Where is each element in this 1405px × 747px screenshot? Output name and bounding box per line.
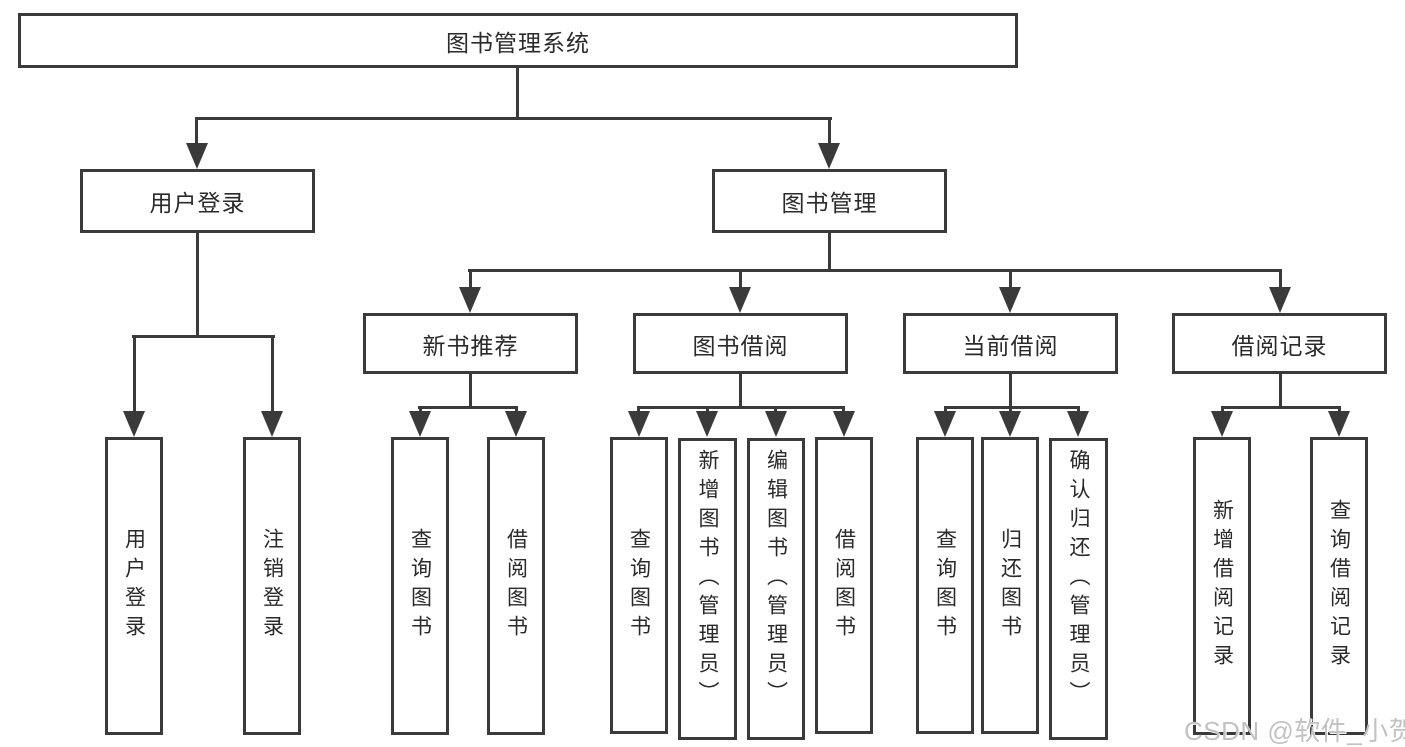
node-leaf-query-books-1: 查询图书 [391, 437, 449, 735]
node-borrow-records: 借阅记录 [1172, 313, 1387, 374]
node-borrow-records-label: 借阅记录 [1231, 332, 1328, 359]
connector-drop-book-management [828, 117, 831, 146]
node-leaf-borrow-books-1: 借阅图书 [487, 437, 545, 735]
csdn-watermark: CSDN @软件_小贺同学 [1184, 716, 1405, 746]
connector-book-borrow-rail [637, 406, 845, 409]
arrow-down-icon [261, 411, 283, 437]
node-book-borrow-label: 图书借阅 [692, 332, 789, 359]
node-book-borrow: 图书借阅 [633, 313, 848, 374]
node-leaf-confirm-return-admin: 确认归还（管理员） [1049, 438, 1108, 740]
connector-book-management-stem [828, 233, 831, 272]
leaf-label: 注销登录 [260, 528, 284, 644]
arrow-down-icon [999, 287, 1021, 313]
connector-drop [706, 406, 709, 413]
arrow-down-icon [459, 287, 481, 313]
arrow-down-icon [186, 143, 208, 169]
node-current-borrow: 当前借阅 [903, 313, 1118, 374]
connector-drop-user-login [195, 117, 198, 146]
leaf-label: 借阅图书 [832, 527, 856, 644]
connector-current-borrow-stem [1009, 374, 1012, 408]
node-leaf-query-books-3: 查询图书 [916, 437, 974, 734]
arrow-down-icon [729, 287, 751, 313]
connector-user-login-stem [196, 233, 199, 338]
connector-user-login-rail [132, 335, 275, 338]
leaf-label: 新增图书（管理员） [696, 449, 719, 710]
connector-book-borrow-stem [739, 374, 742, 408]
arrow-down-icon [505, 411, 527, 437]
connector-drop-new-books [469, 269, 472, 289]
connector-drop [515, 406, 518, 413]
node-leaf-borrow-books-2: 借阅图书 [815, 437, 873, 734]
arrow-down-icon [818, 143, 840, 169]
node-root-label: 图书管理系统 [446, 29, 590, 56]
connector-drop [1009, 406, 1012, 413]
connector-drop-current-borrow [1009, 269, 1012, 289]
connector-drop [944, 406, 947, 413]
connector-drop [419, 406, 422, 413]
connector-drop-book-borrow [739, 269, 742, 289]
connector-borrow-records-stem [1279, 374, 1282, 408]
connector-drop [637, 406, 640, 413]
leaf-label: 查询借阅记录 [1327, 499, 1351, 673]
arrow-down-icon [1211, 411, 1233, 437]
connector-drop-borrow-records [1279, 269, 1282, 289]
node-new-book-recommend-label: 新书推荐 [422, 332, 519, 359]
arrow-down-icon [628, 411, 650, 437]
node-leaf-return-books: 归还图书 [981, 437, 1039, 734]
node-leaf-add-books-admin: 新增图书（管理员） [678, 438, 737, 740]
arrow-down-icon [934, 411, 956, 437]
connector-new-books-stem [469, 374, 472, 408]
arrow-down-icon [696, 411, 718, 437]
node-leaf-user-login: 用户登录 [105, 437, 163, 735]
node-root: 图书管理系统 [18, 13, 1018, 68]
connector-root-stem [516, 68, 519, 120]
node-book-management: 图书管理 [712, 169, 947, 233]
connector-root-rail [195, 117, 832, 120]
connector-drop [774, 406, 777, 413]
node-leaf-query-books-2: 查询图书 [610, 437, 668, 734]
leaf-label: 用户登录 [122, 528, 146, 644]
leaf-label: 借阅图书 [504, 528, 528, 644]
node-book-management-label: 图书管理 [781, 190, 878, 216]
connector-drop [1338, 406, 1341, 413]
arrow-down-icon [409, 411, 431, 437]
arrow-down-icon [1328, 411, 1350, 437]
arrow-down-icon [833, 411, 855, 437]
connector-drop [1077, 406, 1080, 413]
leaf-label: 确认归还（管理员） [1067, 449, 1090, 710]
connector-drop [1221, 406, 1224, 413]
connector-drop-login-leaf [133, 335, 136, 411]
leaf-label: 查询图书 [627, 527, 651, 644]
leaf-label: 编辑图书（管理员） [764, 449, 788, 710]
node-leaf-edit-books-admin: 编辑图书（管理员） [747, 438, 805, 740]
leaf-label: 查询图书 [933, 527, 957, 644]
node-leaf-add-borrow-record: 新增借阅记录 [1193, 437, 1251, 735]
leaf-label: 归还图书 [998, 527, 1022, 644]
connector-new-books-rail [418, 406, 518, 409]
arrow-down-icon [999, 411, 1021, 437]
connector-book-management-rail [468, 269, 1282, 272]
node-new-book-recommend: 新书推荐 [363, 313, 578, 374]
connector-borrow-records-rail [1221, 406, 1340, 409]
arrow-down-icon [1269, 287, 1291, 313]
node-user-login-label: 用户登录 [149, 190, 246, 216]
connector-current-borrow-rail [944, 406, 1080, 409]
connector-drop-logout-leaf [271, 335, 274, 411]
node-leaf-logout: 注销登录 [243, 437, 301, 735]
node-leaf-query-borrow-record: 查询借阅记录 [1310, 437, 1368, 735]
connector-drop [842, 406, 845, 413]
arrow-down-icon [1067, 411, 1089, 437]
leaf-label: 查询图书 [408, 528, 432, 644]
node-current-borrow-label: 当前借阅 [962, 332, 1059, 359]
leaf-label: 新增借阅记录 [1210, 499, 1234, 673]
arrow-down-icon [123, 411, 145, 437]
arrow-down-icon [765, 411, 787, 437]
node-user-login: 用户登录 [80, 169, 315, 233]
